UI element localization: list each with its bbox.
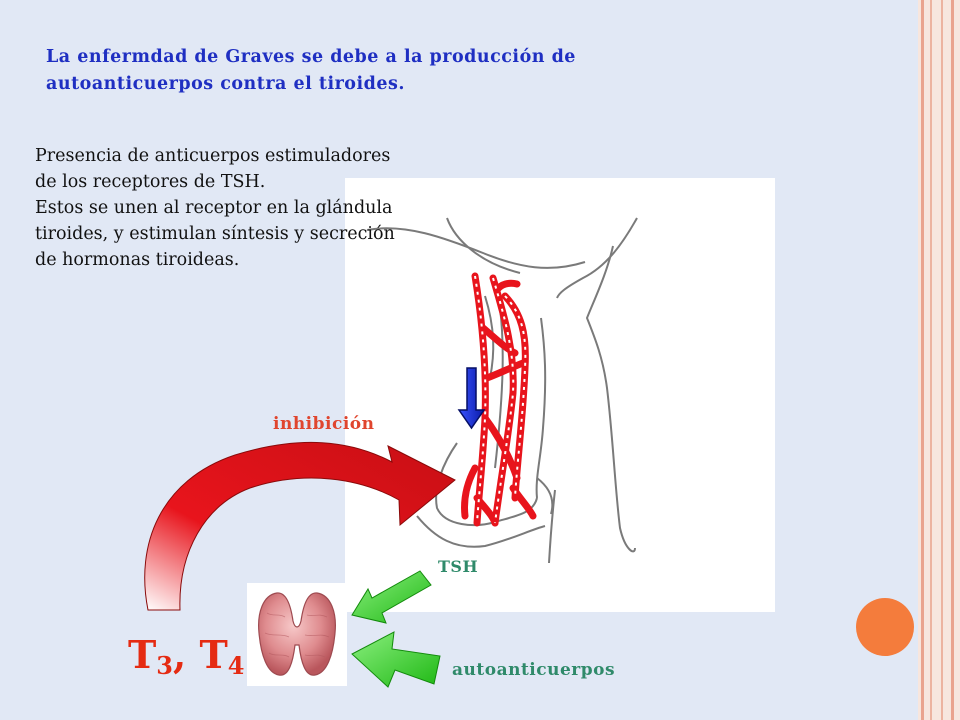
green-arrow-icon — [351, 570, 432, 624]
hormone-subscript-4: 4 — [227, 651, 245, 680]
hormone-letter: T — [199, 632, 228, 677]
border-stripe — [941, 0, 943, 720]
hormone-letter: T — [128, 632, 157, 677]
hormone-subscript-3: 3 — [156, 651, 173, 680]
thyroid-hormones-label: T3, T4 — [128, 632, 244, 680]
blue-down-arrow-icon — [457, 367, 486, 430]
description: Presencia de anticuerpos estimuladores d… — [35, 143, 415, 273]
border-stripe — [930, 0, 932, 720]
inhibition-label: inhibición — [273, 414, 375, 434]
chin-outline — [446, 217, 521, 274]
curved-red-arrow-icon — [144, 441, 456, 611]
trachea-right — [535, 317, 547, 499]
tsh-label: TSH — [438, 557, 479, 576]
border-stripe — [921, 0, 924, 720]
slide-title: La enfermdad de Graves se debe a la prod… — [46, 47, 576, 94]
border-stripe — [951, 0, 954, 720]
thyroid-gland-image — [247, 583, 347, 686]
green-arrow-icon — [351, 631, 441, 688]
autoantibodies-label: autoanticuerpos — [452, 660, 616, 680]
collar-left — [416, 515, 546, 548]
jaw-outline — [366, 227, 586, 269]
decorative-orange-circle — [856, 598, 914, 656]
thyroid-gland-icon — [258, 592, 336, 676]
hormone-separator: , — [172, 632, 200, 677]
right-jaw-outline — [556, 217, 638, 299]
sternum-line — [548, 489, 556, 564]
neck-right-outline — [585, 245, 636, 553]
description-paragraph-1: Presencia de anticuerpos estimuladores d… — [35, 146, 391, 192]
trachea-left — [494, 307, 504, 469]
description-paragraph-2: Estos se unen al receptor en la glándula… — [35, 198, 395, 270]
